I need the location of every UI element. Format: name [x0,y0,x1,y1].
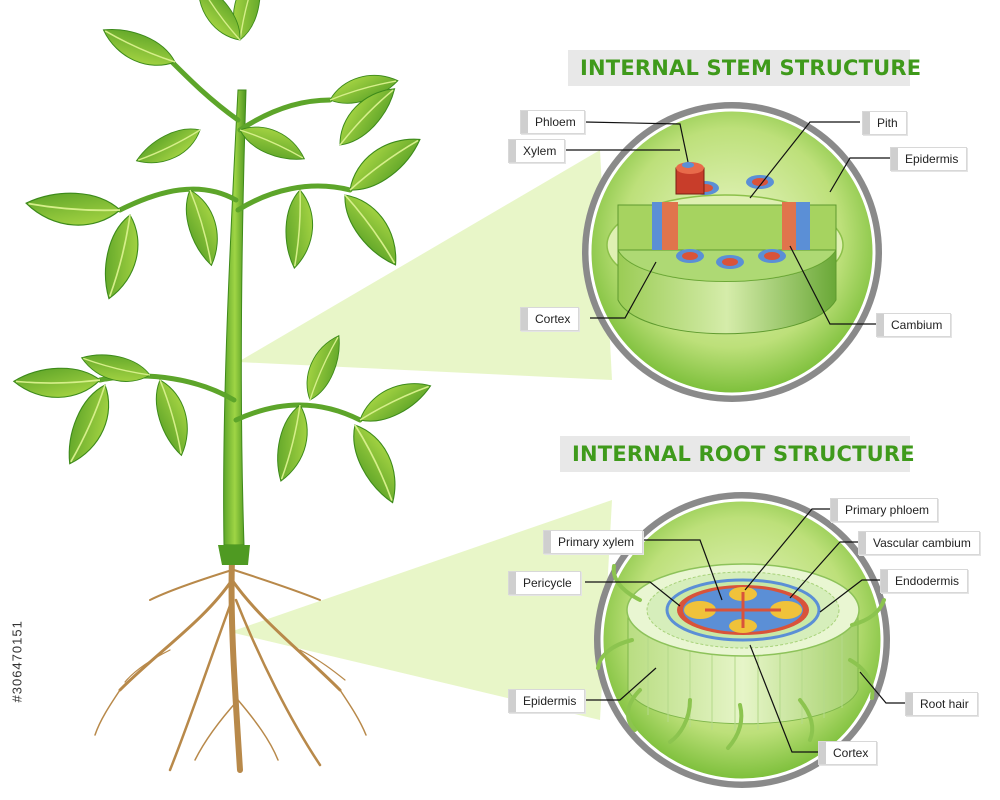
label-pith: Pith [862,111,907,135]
label-stem-epidermis: Epidermis [890,147,968,171]
label-primary-phloem: Primary phloem [830,498,939,522]
plant-stem [223,89,247,546]
stock-id: #306470151 [9,620,25,703]
label-endodermis: Endodermis [880,569,969,593]
root-heading-text: INTERNAL ROOT STRUCTURE [572,442,915,466]
root-magnifier [594,492,890,788]
roots [94,557,367,773]
label-primary-xylem: Primary xylem [543,530,644,554]
label-stem-cortex: Cortex [520,307,580,331]
stem-magnifier [582,102,882,402]
leader-lines [565,121,905,753]
label-phloem: Phloem [520,110,585,134]
label-pericycle: Pericycle [508,571,581,595]
stem-heading: INTERNAL STEM STRUCTURE [568,50,921,86]
root-magnifier-beam [230,500,612,720]
stem-magnifier-beam [238,150,612,380]
label-vascular-cambium: Vascular cambium [858,531,980,555]
stem-heading-text: INTERNAL STEM STRUCTURE [580,56,922,80]
label-cambium: Cambium [876,313,952,337]
root-heading: INTERNAL ROOT STRUCTURE [560,436,915,472]
label-root-epidermis: Epidermis [508,689,586,713]
label-root-hair: Root hair [905,692,978,716]
label-root-cortex: Cortex [818,741,878,765]
label-xylem: Xylem [508,139,566,163]
